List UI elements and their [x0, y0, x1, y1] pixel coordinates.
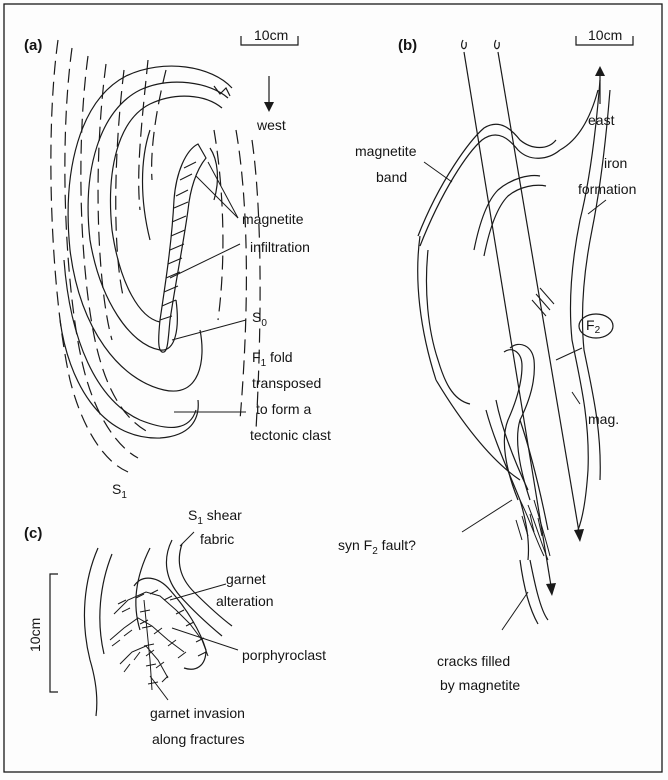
panel-a-direction: west	[256, 117, 286, 133]
panel-b-band-label: band	[376, 169, 407, 185]
panel-a-s1-main: S	[112, 481, 121, 497]
panel-c-porphyroclast-label: porphyroclast	[242, 647, 326, 663]
panel-a-f1-main: F	[252, 349, 261, 365]
panel-c-garnet-label: garnet	[226, 571, 266, 587]
panel-b-f2-main: F	[586, 317, 595, 333]
panel-b-f2-sub: 2	[595, 325, 601, 336]
panel-a-transposed-label: transposed	[252, 375, 321, 391]
panel-c-porphyroclast	[110, 578, 208, 690]
panel-c-s1-main: S	[188, 507, 197, 523]
panel-c-s1-rest: shear	[203, 507, 242, 523]
panel-c: (c) 10cm	[24, 507, 326, 747]
panel-b-f2-fold	[504, 288, 554, 530]
panel-c-along-fractures-label: along fractures	[152, 731, 245, 747]
panel-c-garnet-invasion-label: garnet invasion	[150, 705, 245, 721]
panel-b-label: (b)	[398, 37, 417, 54]
panel-a-s0-main: S	[252, 309, 261, 325]
panel-a-s1-sub: 1	[121, 490, 127, 501]
panel-b-syn-rest: fault?	[378, 537, 416, 553]
panel-a-s0-label: S0	[252, 309, 267, 329]
panel-b-direction: east	[588, 112, 615, 128]
panel-c-alteration-label: alteration	[216, 593, 274, 609]
panel-b-mag-label: mag.	[588, 411, 619, 427]
panel-a-magnetite-label: magnetite	[242, 211, 304, 227]
panel-b: (b) 10cm east	[338, 27, 636, 693]
panel-b-leaders	[424, 162, 606, 630]
panel-c-scale-label: 10cm	[27, 618, 43, 652]
panel-b-syn-main: syn F	[338, 537, 372, 553]
panel-a-scale-label: 10cm	[254, 27, 288, 43]
panel-a-f1-label: F1 fold	[252, 349, 293, 369]
panel-b-f2-label: F2	[586, 317, 601, 336]
panel-b-cracks-label: cracks filled	[437, 653, 510, 669]
panel-a-tectonic-label: tectonic clast	[250, 427, 331, 443]
panel-c-label: (c)	[24, 525, 42, 542]
panel-a-label: (a)	[24, 37, 42, 54]
panel-a-magnetite-infiltration	[159, 144, 218, 352]
panel-b-magnetite-label: magnetite	[355, 143, 417, 159]
panel-c-s1-label: S1 shear	[188, 507, 242, 527]
panel-b-scale-label: 10cm	[588, 27, 622, 43]
panel-b-syn-label: syn F2 fault?	[338, 537, 416, 557]
panel-a-leaders	[170, 162, 246, 412]
panel-b-formation-label: formation	[578, 181, 636, 197]
panel-a-infiltration-label: infiltration	[250, 239, 310, 255]
panel-c-leaders	[150, 532, 238, 700]
panel-c-scale-bar	[50, 574, 58, 692]
panel-b-section-lines	[462, 40, 584, 596]
panel-a-s1-label: S1	[112, 481, 127, 501]
panel-c-fabric-label: fabric	[200, 531, 234, 547]
panel-a-west-arrow	[264, 76, 274, 112]
panel-b-by-mag-label: by magnetite	[440, 677, 520, 693]
panel-a: (a) 10cm west	[24, 27, 331, 501]
panel-c-shear-fabric	[84, 540, 232, 716]
panel-a-f1-fold	[60, 66, 232, 438]
panel-a-f1-rest: fold	[266, 349, 292, 365]
panel-a-to-form-label: to form a	[256, 401, 311, 417]
panel-a-s0-sub: 0	[261, 318, 267, 329]
panel-b-iron-label: iron	[604, 155, 627, 171]
